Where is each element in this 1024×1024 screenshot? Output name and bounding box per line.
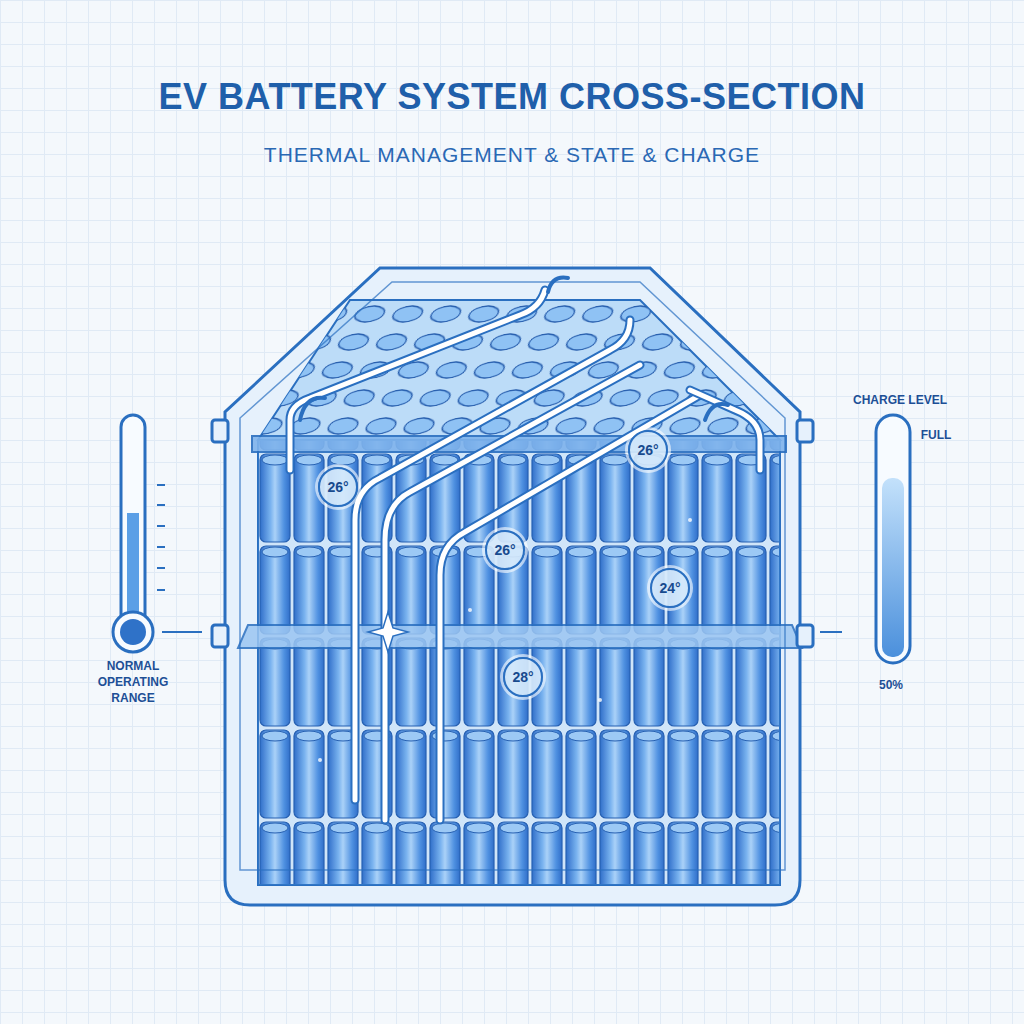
tick [157, 589, 165, 591]
temperature-badge: 24° [650, 568, 690, 608]
ledge [212, 625, 228, 647]
gauge-full: FULL [916, 427, 956, 443]
thermometer-ticks [157, 485, 165, 590]
top-plate [252, 436, 786, 452]
pipe [385, 365, 640, 820]
ledge [797, 420, 813, 442]
thermometer-bulb [113, 612, 153, 652]
ledge [797, 625, 813, 647]
tick [157, 525, 165, 527]
temperature-badge: 28° [503, 657, 543, 697]
tick [157, 567, 165, 569]
temperature-value: 26° [637, 442, 658, 458]
gauge-tube [876, 415, 910, 663]
thermometer-bulb-fill [120, 619, 146, 645]
gauge-fill [882, 478, 904, 657]
thermometer [113, 415, 202, 652]
temperature-value: 26° [327, 479, 348, 495]
housing-ledges [212, 420, 813, 647]
cell-tops [258, 300, 780, 440]
coolant-tint [258, 440, 780, 885]
tick [157, 484, 165, 486]
cell-array [258, 440, 780, 885]
ledge [212, 420, 228, 442]
pipe [440, 395, 700, 820]
pipe-hook [705, 404, 728, 420]
temperature-badge: 26° [318, 467, 358, 507]
pipe-outline [440, 395, 700, 820]
dot [598, 698, 602, 702]
pipe-hook [300, 398, 325, 420]
dot [688, 518, 692, 522]
housing-inner [240, 282, 785, 870]
charge-gauge [820, 415, 910, 663]
thermometer-tube [121, 415, 145, 640]
temperature-badge: 26° [628, 430, 668, 470]
leader-line [820, 631, 842, 633]
thermometer-label: NORMAL OPERATING RANGE [85, 658, 181, 706]
pipe-hook [548, 278, 568, 292]
temperature-value: 26° [494, 542, 515, 558]
pipe-outline [690, 390, 760, 470]
temperature-value: 28° [512, 669, 533, 685]
tick [157, 546, 165, 548]
subtitle: THERMAL MANAGEMENT & STATE & CHARGE [0, 143, 1024, 167]
middle-plate [238, 625, 802, 648]
housing [225, 268, 800, 905]
tick [157, 504, 165, 506]
gauge-percent: 50% [866, 677, 916, 693]
pipe [690, 390, 760, 470]
dot [468, 608, 472, 612]
dot [318, 758, 322, 762]
gauge-label: CHARGE LEVEL [840, 392, 960, 408]
temperature-badge: 26° [485, 530, 525, 570]
coolant-pipes [290, 278, 760, 820]
pipe-outline [385, 365, 640, 820]
sparkle [368, 612, 408, 652]
top-face [258, 300, 780, 440]
leader-line [162, 631, 202, 633]
temperature-value: 24° [659, 580, 680, 596]
diagram-title: EV BATTERY SYSTEM CROSS-SECTION [0, 76, 1024, 118]
sparkle-dots [318, 518, 692, 762]
